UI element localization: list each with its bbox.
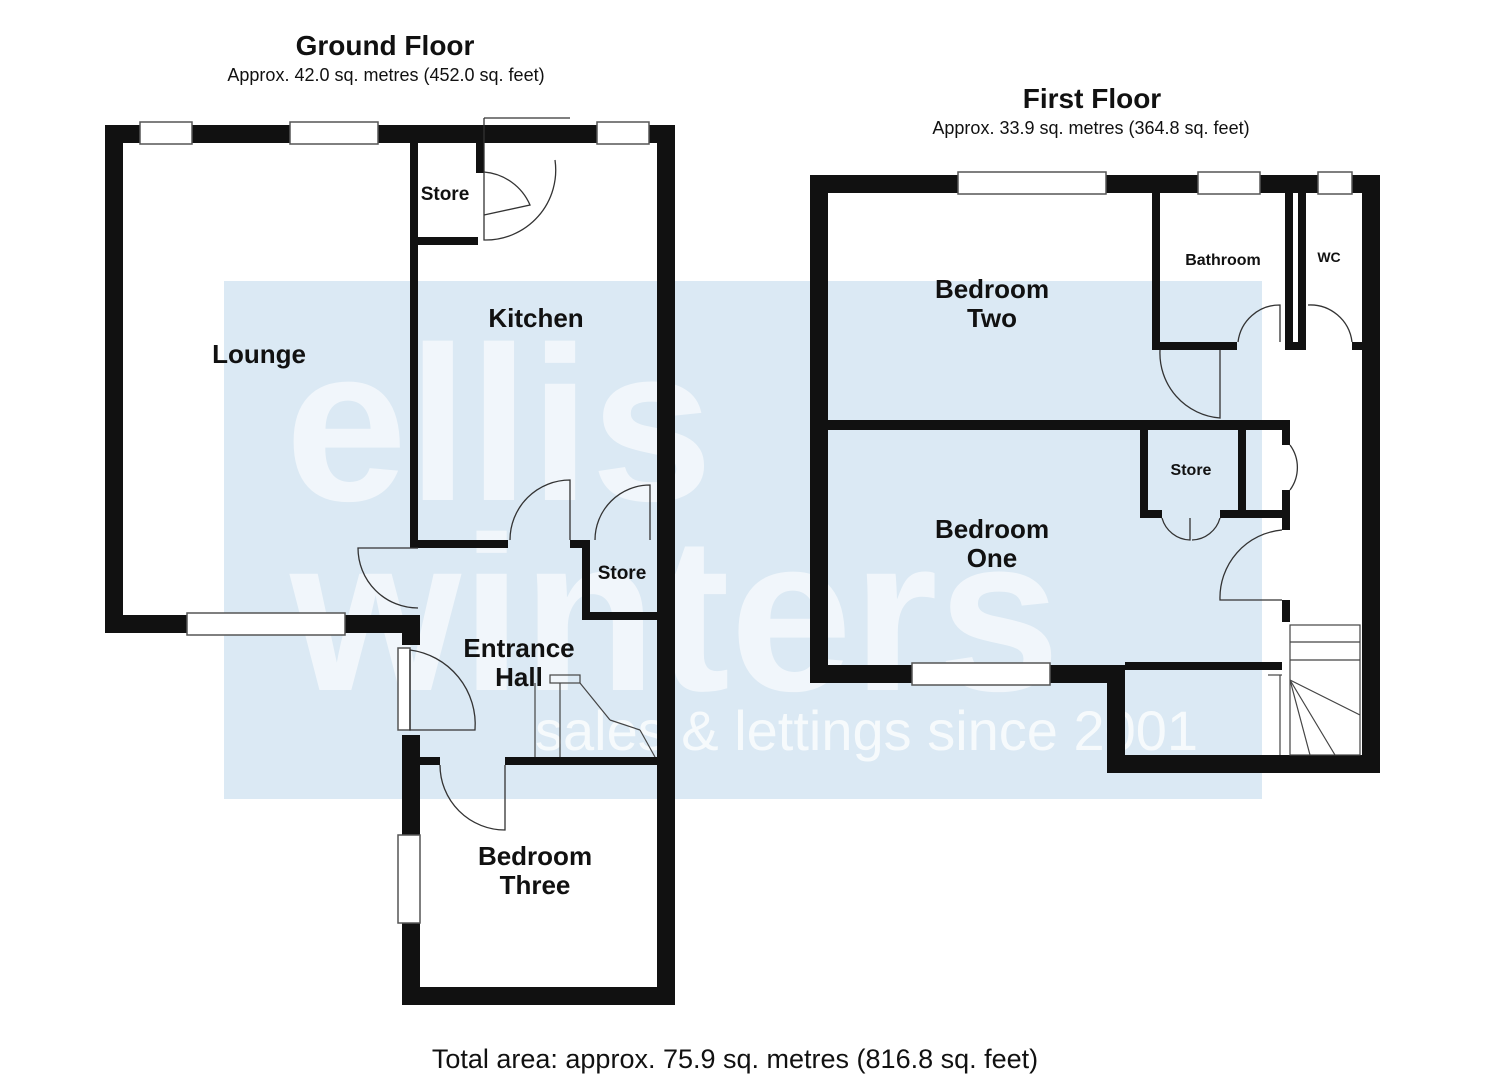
room-label-wc: WC [1317, 249, 1340, 265]
room-label-lounge: Lounge [212, 339, 306, 369]
room-label-bedroom-one: One [967, 543, 1018, 573]
wall [810, 175, 828, 683]
door-swing [1307, 304, 1353, 343]
room-label-bathroom: Bathroom [1185, 252, 1261, 269]
room-label-bedroom-three: Three [500, 870, 571, 900]
wall [418, 237, 478, 245]
window [596, 121, 650, 145]
first-floor-plan [810, 171, 1380, 773]
wall [410, 143, 418, 548]
door-swing [509, 479, 571, 541]
wall [1140, 510, 1162, 518]
wall [1140, 430, 1148, 518]
room-label-entrance-hall: Entrance [463, 633, 574, 663]
door-swing [1219, 529, 1283, 601]
wall [1282, 490, 1290, 530]
room-label-store: Store [1171, 462, 1212, 479]
wall [1285, 193, 1293, 350]
wall [1238, 430, 1246, 518]
first-floor-title: First Floor [1023, 83, 1162, 114]
wall [1282, 600, 1290, 622]
room-label-store: Store [421, 184, 470, 205]
staircase [1268, 624, 1361, 756]
door-swing [1159, 349, 1221, 419]
wall [1362, 175, 1380, 773]
room-label-bedroom-two: Two [967, 303, 1017, 333]
door-swing [594, 484, 651, 541]
window [957, 171, 1107, 195]
watermark-ellis: ellis [285, 301, 713, 547]
wall [1282, 430, 1290, 445]
room-label-kitchen: Kitchen [488, 303, 583, 333]
room-label-bedroom-two: Bedroom [935, 274, 1049, 304]
wall [1107, 755, 1380, 773]
wall [476, 143, 484, 173]
door-swing [439, 764, 506, 831]
wall [105, 125, 123, 633]
staircase [534, 674, 656, 758]
total-area: Total area: approx. 75.9 sq. metres (816… [432, 1044, 1038, 1074]
wall [1152, 193, 1160, 350]
room-label-entrance-hall: Hall [495, 662, 543, 692]
wall [418, 540, 508, 548]
wall [402, 615, 420, 645]
door-swing [1289, 444, 1299, 491]
wall [1125, 662, 1282, 670]
watermark: ellis winters sales & lettings since 200… [224, 281, 1262, 799]
wall [582, 540, 590, 618]
room-label-store: Store [598, 563, 647, 584]
window [1197, 171, 1261, 195]
window [397, 647, 411, 731]
first-floor-area: Approx. 33.9 sq. metres (364.8 sq. feet) [932, 118, 1249, 138]
wall [828, 420, 1290, 430]
window [186, 612, 346, 636]
window [397, 834, 421, 924]
door-swing [483, 171, 531, 216]
ground-floor-plan [105, 117, 675, 1005]
wall [1220, 510, 1290, 518]
wall [1352, 342, 1362, 350]
room-label-bedroom-one: Bedroom [935, 514, 1049, 544]
wall [570, 540, 590, 548]
wall [1107, 665, 1125, 773]
ground-floor-area: Approx. 42.0 sq. metres (452.0 sq. feet) [227, 65, 544, 85]
window [1317, 171, 1353, 195]
watermark-background [224, 281, 1262, 799]
window [139, 121, 193, 145]
wall [1285, 342, 1306, 350]
wall [1152, 342, 1237, 350]
room-label-bedroom-three: Bedroom [478, 841, 592, 871]
door-swing [409, 649, 476, 731]
ground-floor-title: Ground Floor [296, 30, 475, 61]
wall [582, 612, 657, 620]
door-swing [1161, 517, 1221, 541]
wall [1298, 193, 1306, 350]
wall [657, 125, 675, 1005]
wall [505, 757, 657, 765]
door-swing [1237, 304, 1281, 343]
wall [105, 125, 675, 143]
door-swing [357, 547, 419, 609]
wall [402, 987, 675, 1005]
window [911, 662, 1051, 686]
door-swing [483, 117, 570, 241]
window [289, 121, 379, 145]
watermark-tagline: sales & lettings since 2001 [535, 699, 1198, 762]
wall [418, 757, 440, 765]
